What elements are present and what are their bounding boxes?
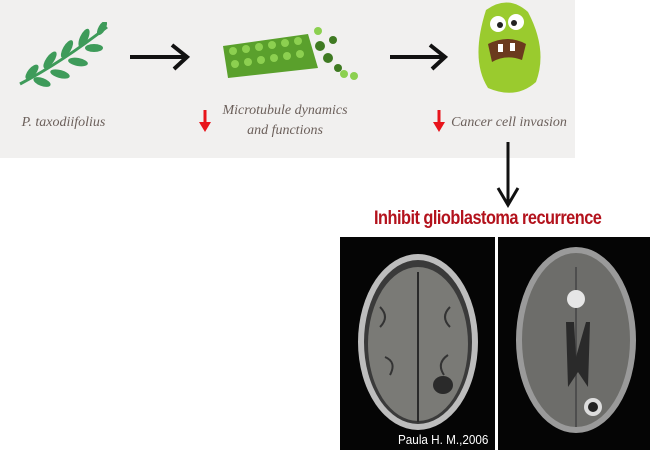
microtubule-icon (223, 27, 358, 80)
decrease-arrow-icon (199, 110, 211, 132)
mri-scan-recurrence (498, 237, 650, 450)
plant-label: P. taxodiifolius (21, 115, 106, 130)
microtubule-label-line1: Microtubule dynamics (222, 103, 348, 118)
pathway-panel (0, 0, 575, 158)
arrow-down-icon (496, 142, 520, 208)
outcome-title: Inhibit glioblastoma recurrence (374, 208, 602, 229)
plant-branch-icon (19, 22, 108, 87)
cancer-cell-icon (478, 2, 541, 93)
microtubule-label-line2: and functions (247, 123, 323, 138)
arrow-right-icon (390, 43, 449, 71)
decrease-arrow-icon (433, 110, 445, 132)
arrow-right-icon (130, 43, 191, 71)
invasion-label: Cancer cell invasion (451, 115, 567, 130)
microtubule-label: Microtubule dynamics and functions (215, 101, 355, 141)
mri-scan-before (340, 237, 495, 450)
image-credit: Paula H. M.,2006 (398, 432, 489, 447)
